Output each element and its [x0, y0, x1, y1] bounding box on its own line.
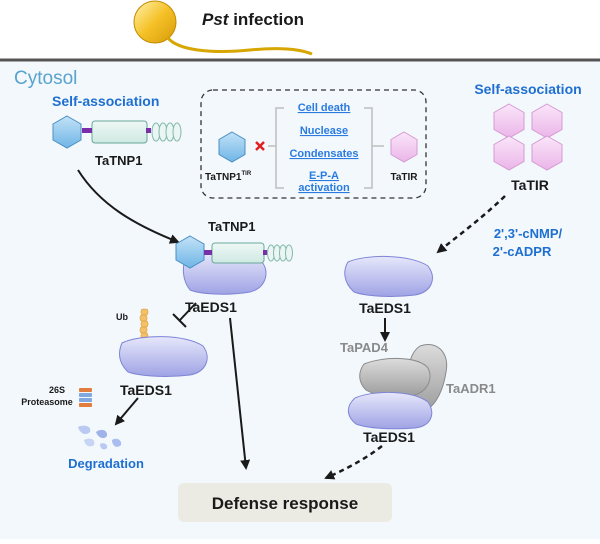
- tatnp1-mid-label: TaTNP1: [208, 219, 255, 234]
- taadr1-label: TaADR1: [446, 381, 496, 396]
- metabolite-label-1: 2',3'-cNMP/: [494, 226, 563, 241]
- infection-title: Pst infection: [202, 10, 304, 29]
- dashed-arrow-tatir-to-eds1: [436, 195, 506, 254]
- ubiquitin-icon: [139, 308, 149, 340]
- taeds1-right-label: TaEDS1: [359, 300, 411, 316]
- tatnp1-protein-icon: [52, 115, 182, 149]
- inhibition-cross-icon: [255, 141, 265, 151]
- arrow-eds1-to-degradation: [114, 397, 139, 426]
- cytosol-label: Cytosol: [14, 68, 77, 89]
- tatnp1-top-label: TaTNP1: [95, 153, 142, 168]
- left-self-association-label: Self-association: [52, 93, 159, 109]
- degradation-fragments-icon: [78, 425, 122, 450]
- inset-left-bracket: [268, 107, 284, 189]
- taeds1-right-icon: [344, 255, 433, 297]
- function-nuclease: Nuclease: [300, 125, 348, 137]
- arrow-complex-to-defense: [229, 317, 251, 470]
- arrow-tatnp1-to-complex: [77, 169, 180, 244]
- inset-right-bracket: [364, 107, 384, 189]
- inhibition-line: [179, 302, 197, 321]
- inhibition-bar: [172, 313, 187, 328]
- pst-hypha-icon: [166, 36, 313, 56]
- metabolite-label-2: 2'-cADPR: [493, 244, 552, 259]
- inset-box: [200, 89, 427, 199]
- taeds1-bottom-icon: [347, 391, 433, 430]
- taeds1-low-icon: [119, 336, 208, 377]
- pst-pathogen-icon: [133, 0, 177, 44]
- taeds1-low-label: TaEDS1: [120, 382, 172, 398]
- proteasome-label-1: 26S: [49, 385, 65, 395]
- taeds1-bottom-label: TaEDS1: [363, 429, 415, 445]
- tapad4-icon: [359, 357, 431, 398]
- inset-tatnp1-tir-icon: [218, 131, 246, 163]
- tatir-label: TaTIR: [511, 177, 549, 193]
- taeds1-mid-label: TaEDS1: [185, 299, 237, 315]
- inset-tatir-icon: [390, 131, 418, 163]
- ub-label: Ub: [116, 312, 128, 322]
- tatnp1-mid-icon: [175, 235, 293, 269]
- proteasome-icon: [79, 388, 92, 407]
- tatir-tetramer-icon: [493, 103, 563, 171]
- function-activation: activation: [298, 182, 350, 194]
- degradation-label: Degradation: [68, 456, 144, 471]
- tapad4-label: TaPAD4: [340, 340, 389, 355]
- function-condensates: Condensates: [289, 148, 358, 160]
- function-epa: E-P-A: [309, 170, 339, 182]
- function-cell-death: Cell death: [298, 102, 351, 114]
- defense-response-label: Defense response: [212, 494, 358, 513]
- defense-response-box: [178, 483, 392, 522]
- proteasome-label-2: Proteasome: [21, 397, 73, 407]
- dashed-arrow-to-defense: [324, 445, 383, 480]
- right-self-association-label: Self-association: [474, 81, 581, 97]
- inset-tatnp1-tir-label: TaTNP1TIR: [205, 171, 252, 183]
- inset-tatir-label: TaTIR: [390, 172, 418, 183]
